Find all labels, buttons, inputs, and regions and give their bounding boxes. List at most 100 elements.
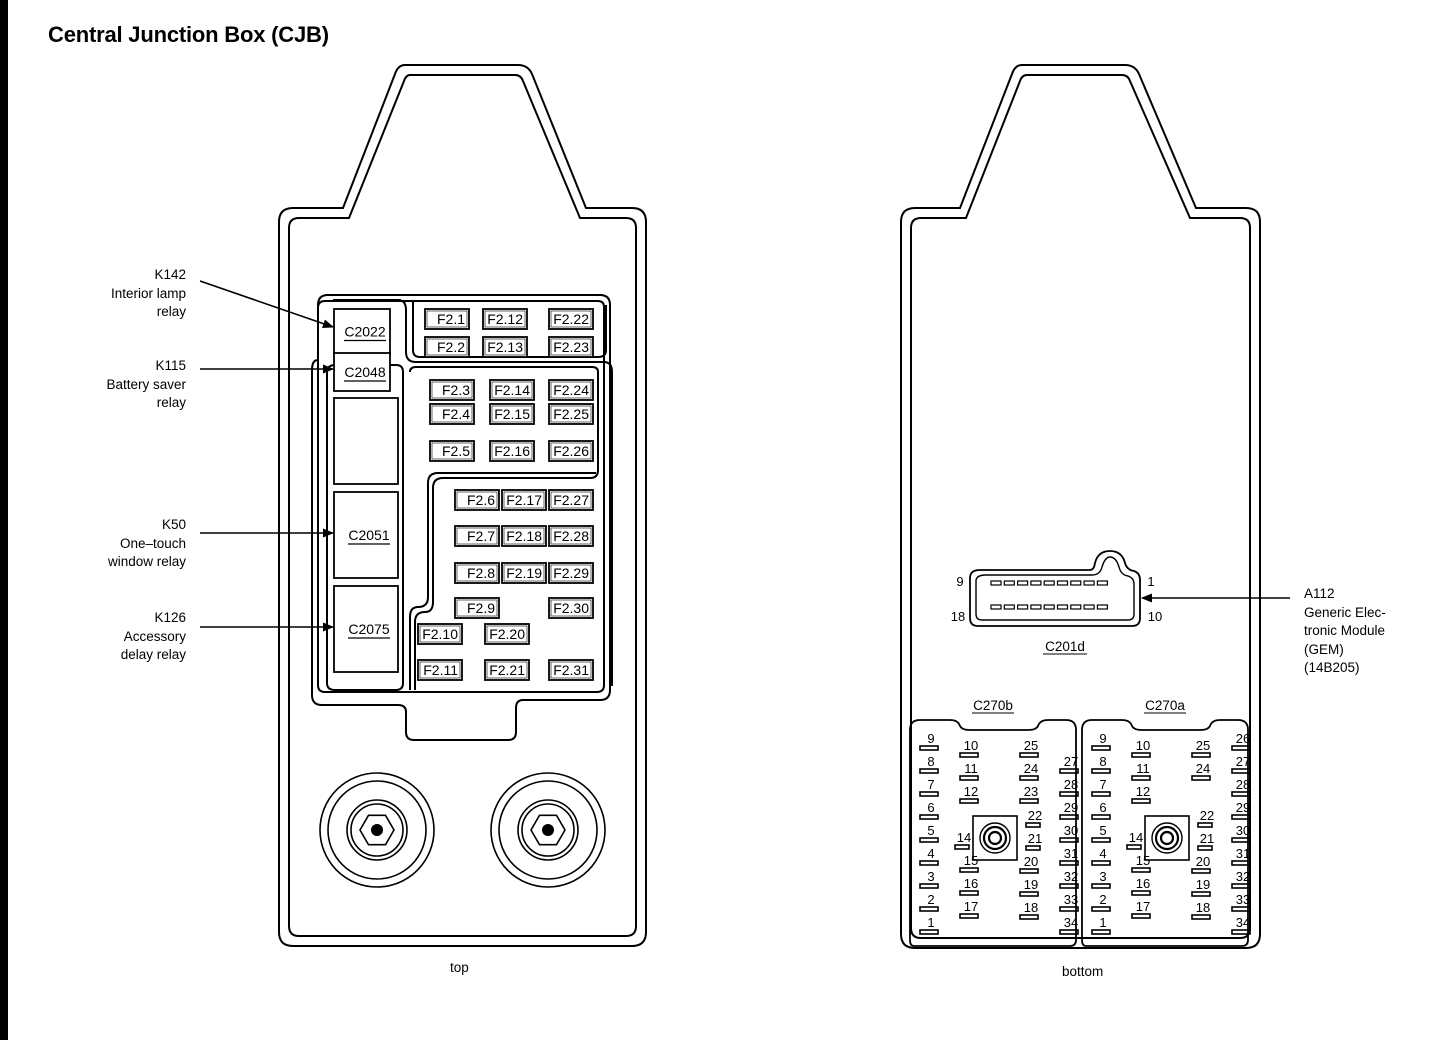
fuse-slot-inner (550, 442, 592, 460)
callout-k126: K126 Accessory delay relay (121, 609, 186, 665)
callout-desc: Generic Elec- (1304, 604, 1386, 620)
fuse-slot-inner (419, 661, 461, 679)
fuse-label: F2.2 (437, 339, 465, 355)
pin-3: 3 (919, 869, 939, 889)
callout-desc: (14B205) (1304, 660, 1360, 675)
fuse-f2-2[interactable]: F2.2 (424, 336, 470, 358)
callout-desc: window relay (107, 554, 186, 569)
fuse-f2-26[interactable]: F2.26 (548, 440, 594, 462)
fuse-label: F2.8 (467, 565, 495, 581)
relay-c2075[interactable]: C2075 (333, 585, 399, 673)
fuse-f2-1[interactable]: F2.1 (424, 308, 470, 330)
fuse-f2-29[interactable]: F2.29 (548, 562, 594, 584)
fuse-label: F2.26 (553, 443, 589, 459)
fuse-f2-31[interactable]: F2.31 (548, 659, 594, 681)
fuse-f2-23[interactable]: F2.23 (548, 336, 594, 358)
fuse-f2-24[interactable]: F2.24 (548, 379, 594, 401)
fuse-f2-11[interactable]: F2.11 (417, 659, 463, 681)
callout-id: K50 (161, 517, 186, 532)
pin-number: 11 (964, 761, 978, 776)
fuse-f2-16[interactable]: F2.16 (489, 440, 535, 462)
fuse-slot-inner (550, 599, 592, 617)
fuse-f2-15[interactable]: F2.15 (489, 403, 535, 425)
fuse-slot (501, 562, 547, 584)
c201d-label: C201d (1045, 639, 1085, 654)
pin-number: 12 (1136, 784, 1150, 799)
fuse-slot (548, 308, 594, 330)
pin-19: 19 (1019, 877, 1039, 897)
fuse-f2-12[interactable]: F2.12 (482, 308, 528, 330)
pin-12: 12 (959, 784, 979, 804)
c201d-pin-label: 9 (956, 574, 963, 589)
fuse-slot (482, 336, 528, 358)
hex-nut-icon (530, 814, 566, 846)
fuse-f2-6[interactable]: F2.6 (454, 489, 500, 511)
fuse-slot-inner (426, 338, 468, 356)
pin-number: 32 (1236, 869, 1250, 884)
fuse-slot (548, 336, 594, 358)
pin-16: 16 (1131, 876, 1151, 896)
fuse-f2-9[interactable]: F2.9 (454, 597, 500, 619)
fuse-slot-inner (503, 564, 545, 582)
fuse-f2-8[interactable]: F2.8 (454, 562, 500, 584)
pin-30: 30 (1231, 823, 1251, 843)
fuse-label: F2.29 (553, 565, 589, 581)
pin-33: 33 (1059, 892, 1079, 912)
pin-number: 26 (1236, 731, 1250, 746)
fuse-f2-7[interactable]: F2.7 (454, 525, 500, 547)
fuse-slot-inner (491, 442, 533, 460)
fuse-f2-25[interactable]: F2.25 (548, 403, 594, 425)
pin-number: 11 (1136, 761, 1150, 776)
fuse-f2-27[interactable]: F2.27 (548, 489, 594, 511)
pin-14: 14 (954, 830, 971, 850)
pin-number: 3 (927, 869, 934, 884)
pin-1: 1 (1091, 915, 1111, 935)
hex-nut-icon (359, 814, 395, 846)
pin-26: 26 (1231, 731, 1251, 751)
pin-number: 14 (1129, 830, 1143, 845)
fuse-slot-inner (431, 405, 473, 423)
fuse-f2-22[interactable]: F2.22 (548, 308, 594, 330)
fuse-f2-30[interactable]: F2.30 (548, 597, 594, 619)
relay-c2022[interactable]: C2022 (333, 308, 391, 355)
fuse-slot-inner (431, 381, 473, 399)
fuse-f2-17[interactable]: F2.17 (501, 489, 547, 511)
center-bolt-icon (979, 822, 1011, 854)
pin-9: 9 (1091, 731, 1111, 751)
fuse-slot-inner (456, 491, 498, 509)
fuse-f2-21[interactable]: F2.21 (484, 659, 530, 681)
relay-c2048[interactable]: C2048 (333, 352, 391, 392)
pin-number: 19 (1024, 877, 1038, 892)
fuse-f2-28[interactable]: F2.28 (548, 525, 594, 547)
fuse-slot (548, 440, 594, 462)
fuse-slot-inner (491, 381, 533, 399)
fuse-f2-14[interactable]: F2.14 (489, 379, 535, 401)
top-view-housing (278, 64, 647, 947)
fuse-slot-inner (550, 527, 592, 545)
fuse-slot-inner (456, 599, 498, 617)
callout-desc: One–touch (119, 535, 186, 551)
stud-center (371, 824, 383, 836)
fuse-slot (429, 403, 475, 425)
fuse-f2-18[interactable]: F2.18 (501, 525, 547, 547)
fuse-label: F2.24 (553, 382, 589, 398)
fuse-f2-10[interactable]: F2.10 (417, 623, 463, 645)
pin-number: 28 (1064, 777, 1078, 792)
fuse-f2-5[interactable]: F2.5 (429, 440, 475, 462)
fuse-label: F2.28 (553, 528, 589, 544)
pin-27: 27 (1059, 754, 1079, 774)
pin-number: 22 (1028, 808, 1042, 823)
fuse-f2-19[interactable]: F2.19 (501, 562, 547, 584)
pin-number: 29 (1236, 800, 1250, 815)
fuse-f2-3[interactable]: F2.3 (429, 379, 475, 401)
relay-empty[interactable] (333, 397, 399, 485)
callout-arrows-left (199, 280, 335, 632)
fuse-f2-4[interactable]: F2.4 (429, 403, 475, 425)
fuse-slot (548, 403, 594, 425)
fuse-layer: F2.1F2.2F2.3F2.4F2.5F2.6F2.7F2.8F2.9F2.1… (417, 308, 594, 681)
fuse-f2-20[interactable]: F2.20 (484, 623, 530, 645)
relay-c2051[interactable]: C2051 (333, 491, 399, 579)
c201d-pin (1083, 580, 1095, 586)
fuse-f2-13[interactable]: F2.13 (482, 336, 528, 358)
